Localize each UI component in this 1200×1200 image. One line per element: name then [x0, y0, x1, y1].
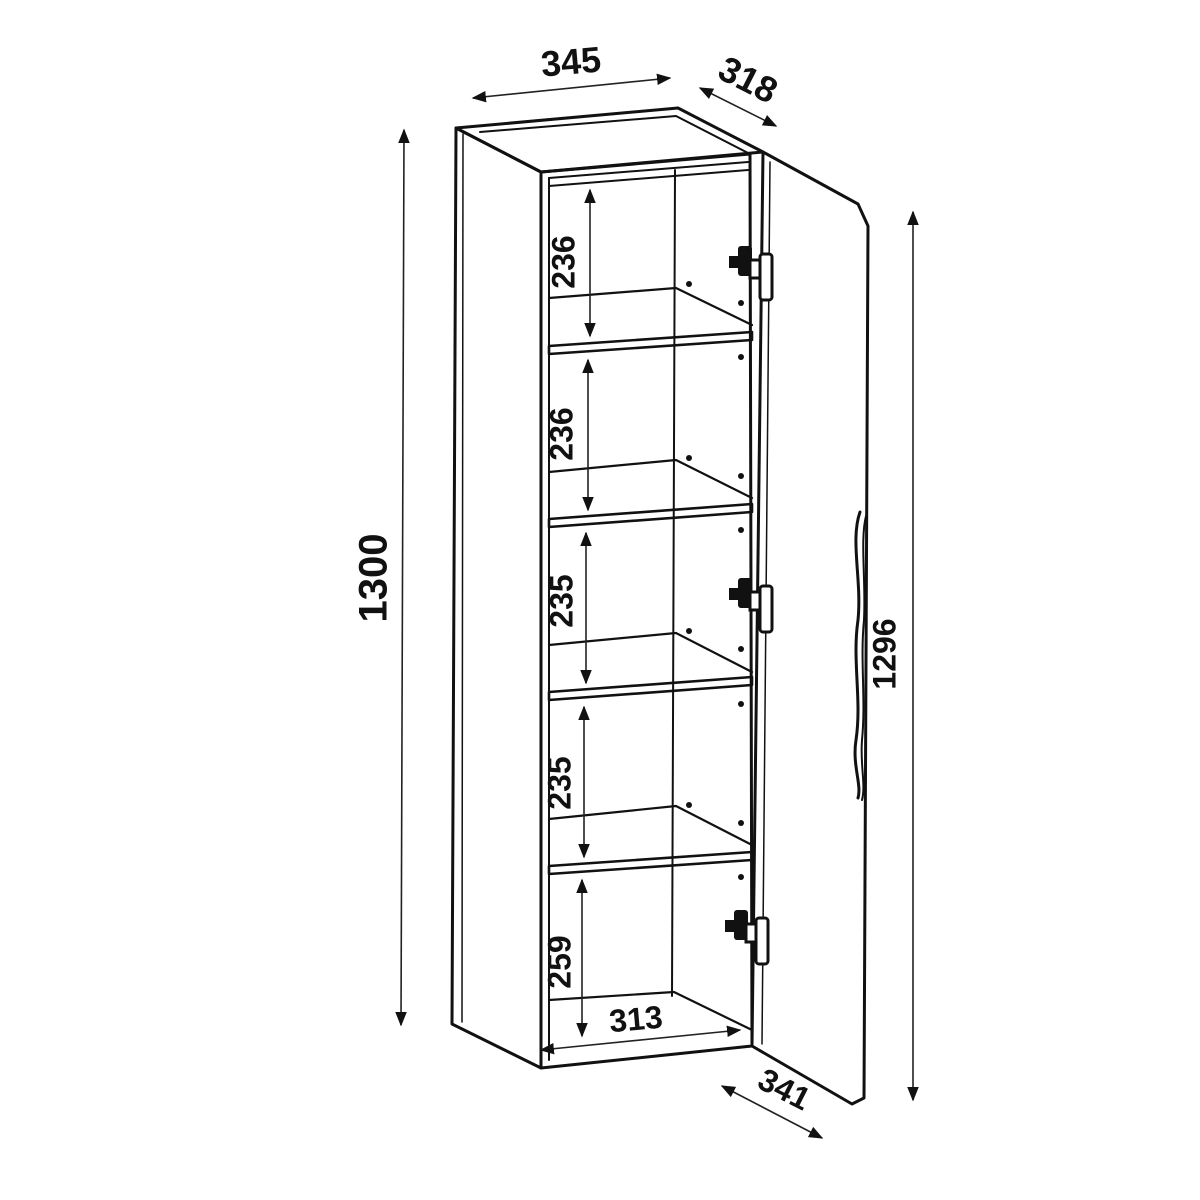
shelf-3-label: 235 — [543, 574, 579, 627]
door-width-arrow — [720, 1085, 824, 1139]
height-total-arrow — [395, 128, 410, 1027]
hinge-middle — [729, 578, 774, 634]
cabinet-body — [450, 106, 765, 1070]
door-height-label: 1296 — [866, 618, 902, 689]
shelf-1 — [547, 286, 754, 356]
back-wall-edge — [671, 169, 676, 997]
shelf-4-label: 235 — [541, 756, 577, 809]
inner-top-edge — [548, 161, 749, 179]
left-side-panel — [450, 126, 543, 1070]
door-width-label: 341 — [752, 1061, 816, 1117]
left-panel-edge — [461, 133, 464, 1023]
shelf-2-label: 236 — [543, 407, 579, 460]
inner-width-arrow — [539, 1025, 742, 1055]
top-panel-inner-edge — [479, 115, 751, 155]
shelf-1-label: 236 — [545, 235, 581, 288]
top-panel — [454, 106, 765, 174]
dimension-labels: 345 318 1300 1296 341 236 236 235 235 25… — [352, 38, 903, 1117]
depth-top-label: 318 — [712, 48, 784, 112]
inner-top-edge-2 — [548, 169, 749, 187]
shelf-pin-holes — [686, 281, 744, 880]
shelf-2 — [547, 458, 754, 529]
hinge-top — [729, 246, 774, 302]
door-handle — [853, 510, 862, 800]
shelf-4 — [547, 804, 754, 876]
dimension-arrows — [395, 73, 919, 1139]
shelf-5-label: 259 — [541, 935, 577, 988]
depth-top-arrow — [698, 87, 778, 127]
width-top-label: 345 — [539, 38, 602, 84]
hinge-bottom — [725, 910, 770, 966]
shelf-3 — [547, 631, 754, 702]
bottom-panel — [547, 990, 754, 1032]
width-top-arrow — [471, 73, 672, 103]
inner-width-label: 313 — [608, 999, 664, 1040]
height-total-label: 1300 — [352, 534, 396, 623]
